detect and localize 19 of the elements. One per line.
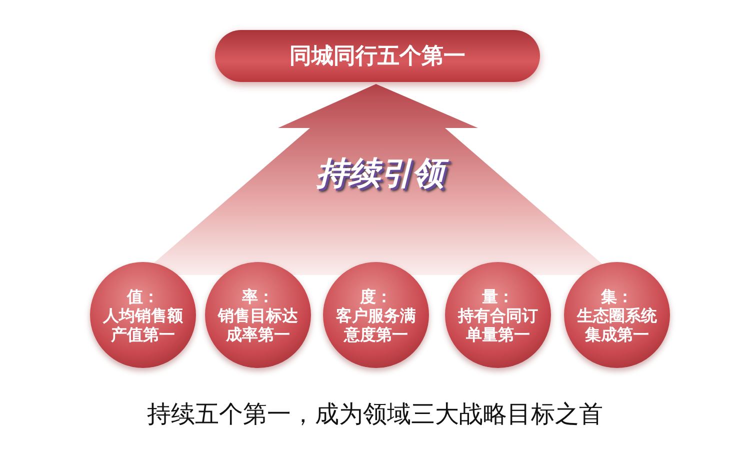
node-text: 生态圈系统集成第一 [576,306,658,344]
node-heading: 值： [127,286,159,306]
node-heading: 集： [601,286,633,306]
goal-circle [90,262,196,368]
goal-circle [205,262,311,368]
node-heading: 同城同行五个第一 [290,43,466,71]
goal-circle [323,262,429,368]
goal-circle [564,262,670,368]
edge-label: 持续引领 [270,152,490,196]
node-text: 持有合同订单量第一 [457,306,539,344]
node-heading: 度： [360,286,392,306]
goal-circle [445,262,551,368]
node-text: 人均销售额产值第一 [102,306,184,344]
caption: 持续五个第一，成为领域三大战略目标之首 [146,399,604,430]
node-heading: 率： [242,286,274,306]
node-text: 客户服务满意度第一 [335,306,417,344]
node-text: 销售目标达成率第一 [217,306,299,344]
heading-box [215,30,540,82]
node-heading: 量： [482,286,514,306]
